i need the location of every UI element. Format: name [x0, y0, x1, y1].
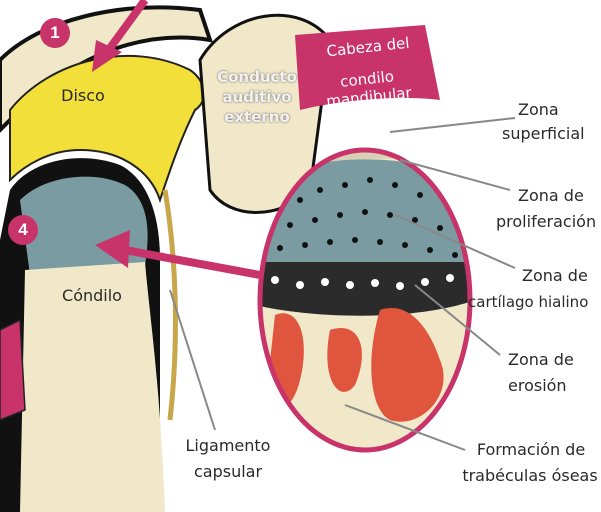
label-zona-proliferacion-2: proliferación — [496, 212, 600, 232]
label-zona-proliferacion-1: Zona de — [518, 186, 598, 206]
label-condilo: Cóndilo — [52, 286, 132, 306]
label-conducto-3: externo — [212, 108, 302, 126]
label-conducto-2: auditivo — [212, 88, 302, 106]
label-zona-superficial-1: Zona — [518, 100, 598, 120]
label-ligamento-2: capsular — [178, 462, 278, 482]
badge-one: 1 — [40, 18, 70, 48]
condyle-head — [20, 177, 148, 275]
label-ligamento-1: Ligamento — [178, 436, 278, 456]
muscle-fragment — [0, 320, 25, 420]
label-zona-erosion-1: Zona de — [508, 350, 588, 370]
label-trabeculas-1: Formación de — [466, 440, 596, 460]
badge-four: 4 — [8, 215, 38, 245]
label-zona-superficial-2: superficial — [502, 124, 597, 144]
label-zona-cartilago-1: Zona de — [522, 266, 600, 286]
label-zona-cartilago-2: cartílago hialino — [468, 292, 601, 312]
label-zona-erosion-2: erosión — [508, 376, 588, 396]
label-trabeculas-2: trabéculas óseas — [462, 466, 598, 486]
label-conducto-1: Conducto — [212, 68, 302, 86]
label-disco: Disco — [48, 86, 118, 106]
